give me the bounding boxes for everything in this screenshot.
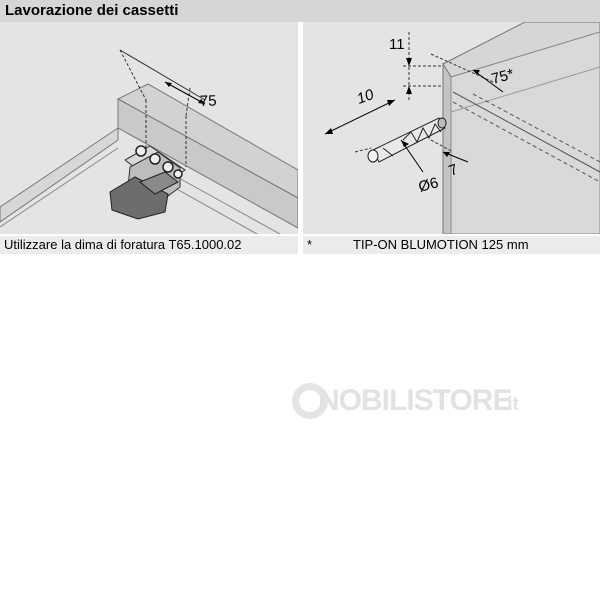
- drill-bit-icon: [367, 117, 447, 163]
- header-bar: Lavorazione dei cassetti: [0, 0, 600, 22]
- watermark-brand: NOBILISTORE: [318, 384, 512, 417]
- drawer-board-face: [442, 62, 452, 234]
- drawer-front-face: [117, 98, 298, 229]
- dim-75-star-label: 75*: [490, 66, 516, 88]
- drill-detail-diagram: 11 10 Ø6 7 75*: [324, 22, 600, 234]
- drilling-jig-icon: [109, 145, 186, 220]
- watermark-tld: .it: [502, 394, 519, 415]
- footnote-marker: *: [307, 237, 313, 252]
- left-caption: Utilizzare la dima di foratura T65.1000.…: [4, 237, 242, 252]
- drawer-side-top-face: [0, 127, 119, 223]
- dim-10-label: 10: [355, 86, 377, 108]
- watermark: NOBILISTORE .it: [290, 381, 535, 423]
- drill-detail-panel: 11 10 Ø6 7 75*: [303, 22, 600, 234]
- left-caption-bar: Utilizzare la dima di foratura T65.1000.…: [0, 236, 298, 254]
- dim-75-arrow: [164, 81, 206, 105]
- jig-diagram: 75: [0, 49, 298, 234]
- right-caption-bar: * TIP-ON BLUMOTION 125 mm: [303, 236, 600, 254]
- dim-11-label: 11: [389, 36, 405, 53]
- watermark-logo-icon: [292, 383, 328, 419]
- dim-diameter-label: Ø6: [417, 174, 441, 196]
- page-title: Lavorazione dei cassetti: [5, 2, 179, 19]
- jig-diagram-panel: 75: [0, 22, 298, 234]
- right-caption: TIP-ON BLUMOTION 125 mm: [353, 237, 529, 252]
- dim-75-label: 75: [200, 92, 217, 110]
